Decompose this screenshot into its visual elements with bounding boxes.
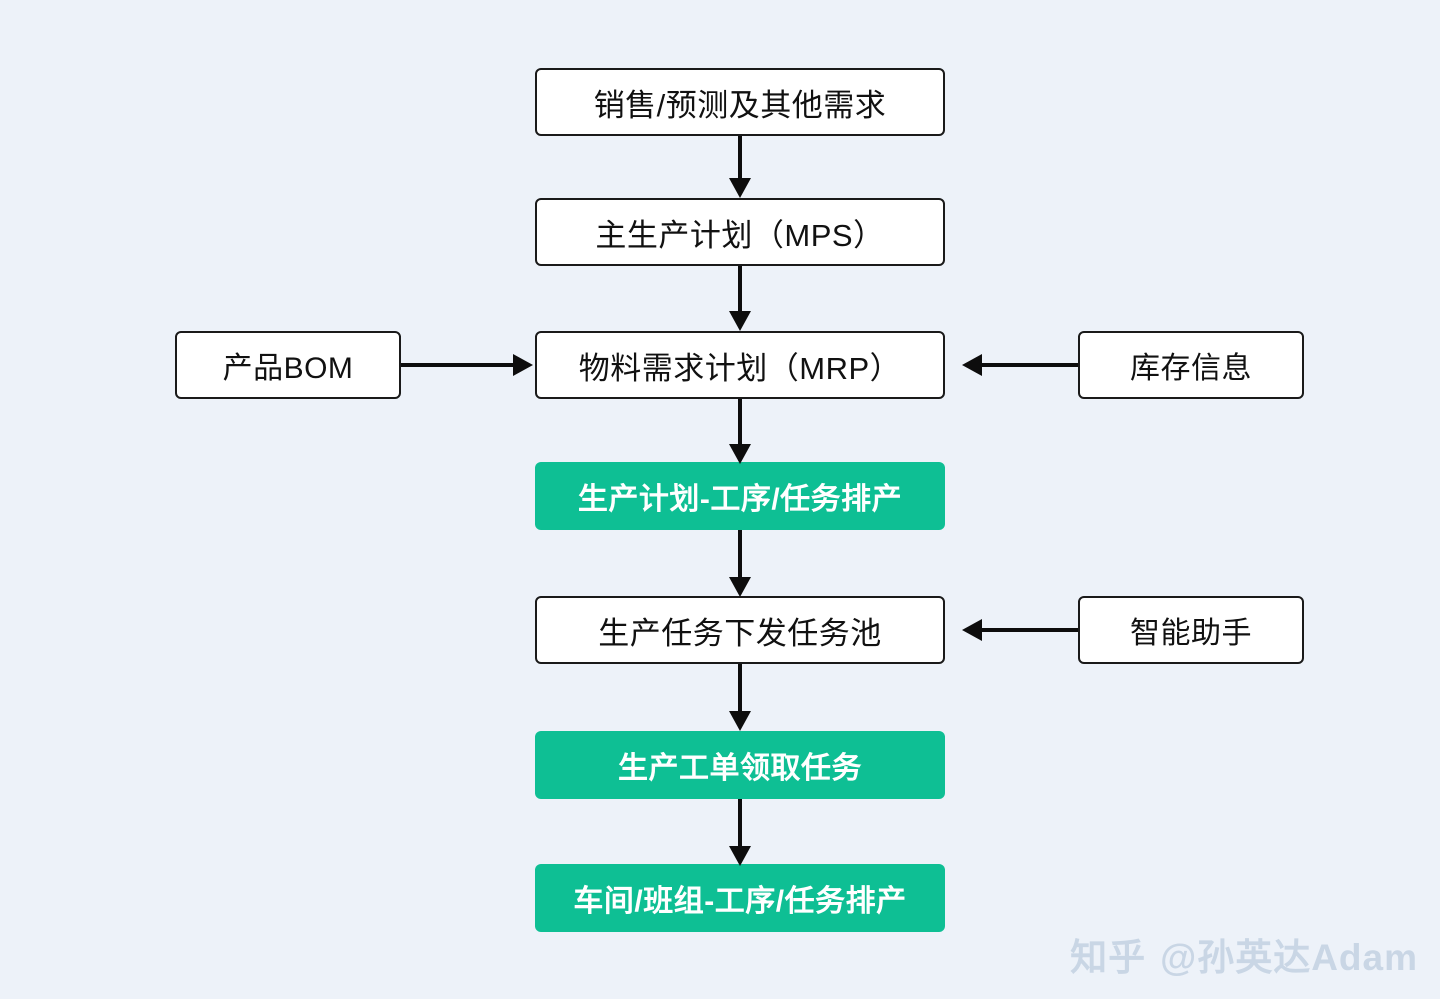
- edge-assistant-to-taskpool-line: [980, 628, 1078, 632]
- node-workorder-claim-task-label: 生产工单领取任务: [618, 752, 862, 785]
- edge-mrp-to-plan-arrow: [729, 444, 751, 464]
- node-inventory-info-label: 库存信息: [1130, 352, 1252, 385]
- node-product-bom[interactable]: 产品BOM: [175, 331, 401, 399]
- node-task-pool[interactable]: 生产任务下发任务池: [535, 596, 945, 664]
- node-demand[interactable]: 销售/预测及其他需求: [535, 68, 945, 136]
- edge-mrp-to-plan-line: [738, 399, 742, 449]
- node-mrp[interactable]: 物料需求计划（MRP）: [535, 331, 945, 399]
- edge-bom-to-mrp-line: [401, 363, 517, 367]
- edge-workorder-to-workshop-arrow: [729, 846, 751, 866]
- edge-inventory-to-mrp-line: [980, 363, 1078, 367]
- node-product-bom-label: 产品BOM: [222, 352, 354, 385]
- watermark: 知乎 @孙英达Adam: [1070, 927, 1418, 981]
- edge-taskpool-to-workorder-arrow: [729, 711, 751, 731]
- node-mrp-label: 物料需求计划（MRP）: [578, 350, 902, 386]
- node-production-plan-scheduling[interactable]: 生产计划-工序/任务排产: [535, 462, 945, 530]
- edge-bom-to-mrp-arrow: [513, 354, 533, 376]
- edge-mps-to-mrp-arrow: [729, 311, 751, 331]
- node-mps[interactable]: 主生产计划（MPS）: [535, 198, 945, 266]
- node-smart-assistant-label: 智能助手: [1130, 617, 1252, 650]
- node-task-pool-label: 生产任务下发任务池: [598, 615, 882, 651]
- node-mps-label: 主生产计划（MPS）: [595, 217, 885, 253]
- node-demand-label: 销售/预测及其他需求: [593, 87, 887, 123]
- edge-plan-to-taskpool-arrow: [729, 577, 751, 597]
- node-inventory-info[interactable]: 库存信息: [1078, 331, 1304, 399]
- edge-workorder-to-workshop-line: [738, 799, 742, 849]
- edge-demand-to-mps-arrow: [729, 178, 751, 198]
- watermark-handle: @孙英达Adam: [1160, 937, 1418, 978]
- node-smart-assistant[interactable]: 智能助手: [1078, 596, 1304, 664]
- node-workorder-claim-task[interactable]: 生产工单领取任务: [535, 731, 945, 799]
- node-workshop-team-scheduling[interactable]: 车间/班组-工序/任务排产: [535, 864, 945, 932]
- edge-demand-to-mps-line: [738, 136, 742, 182]
- edge-taskpool-to-workorder-line: [738, 664, 742, 716]
- node-production-plan-scheduling-label: 生产计划-工序/任务排产: [577, 483, 903, 516]
- node-workshop-team-scheduling-label: 车间/班组-工序/任务排产: [573, 885, 907, 918]
- edge-mps-to-mrp-line: [738, 266, 742, 316]
- watermark-site: 知乎: [1070, 937, 1147, 978]
- edge-assistant-to-taskpool-arrow: [962, 619, 982, 641]
- edge-inventory-to-mrp-arrow: [962, 354, 982, 376]
- edge-plan-to-taskpool-line: [738, 530, 742, 582]
